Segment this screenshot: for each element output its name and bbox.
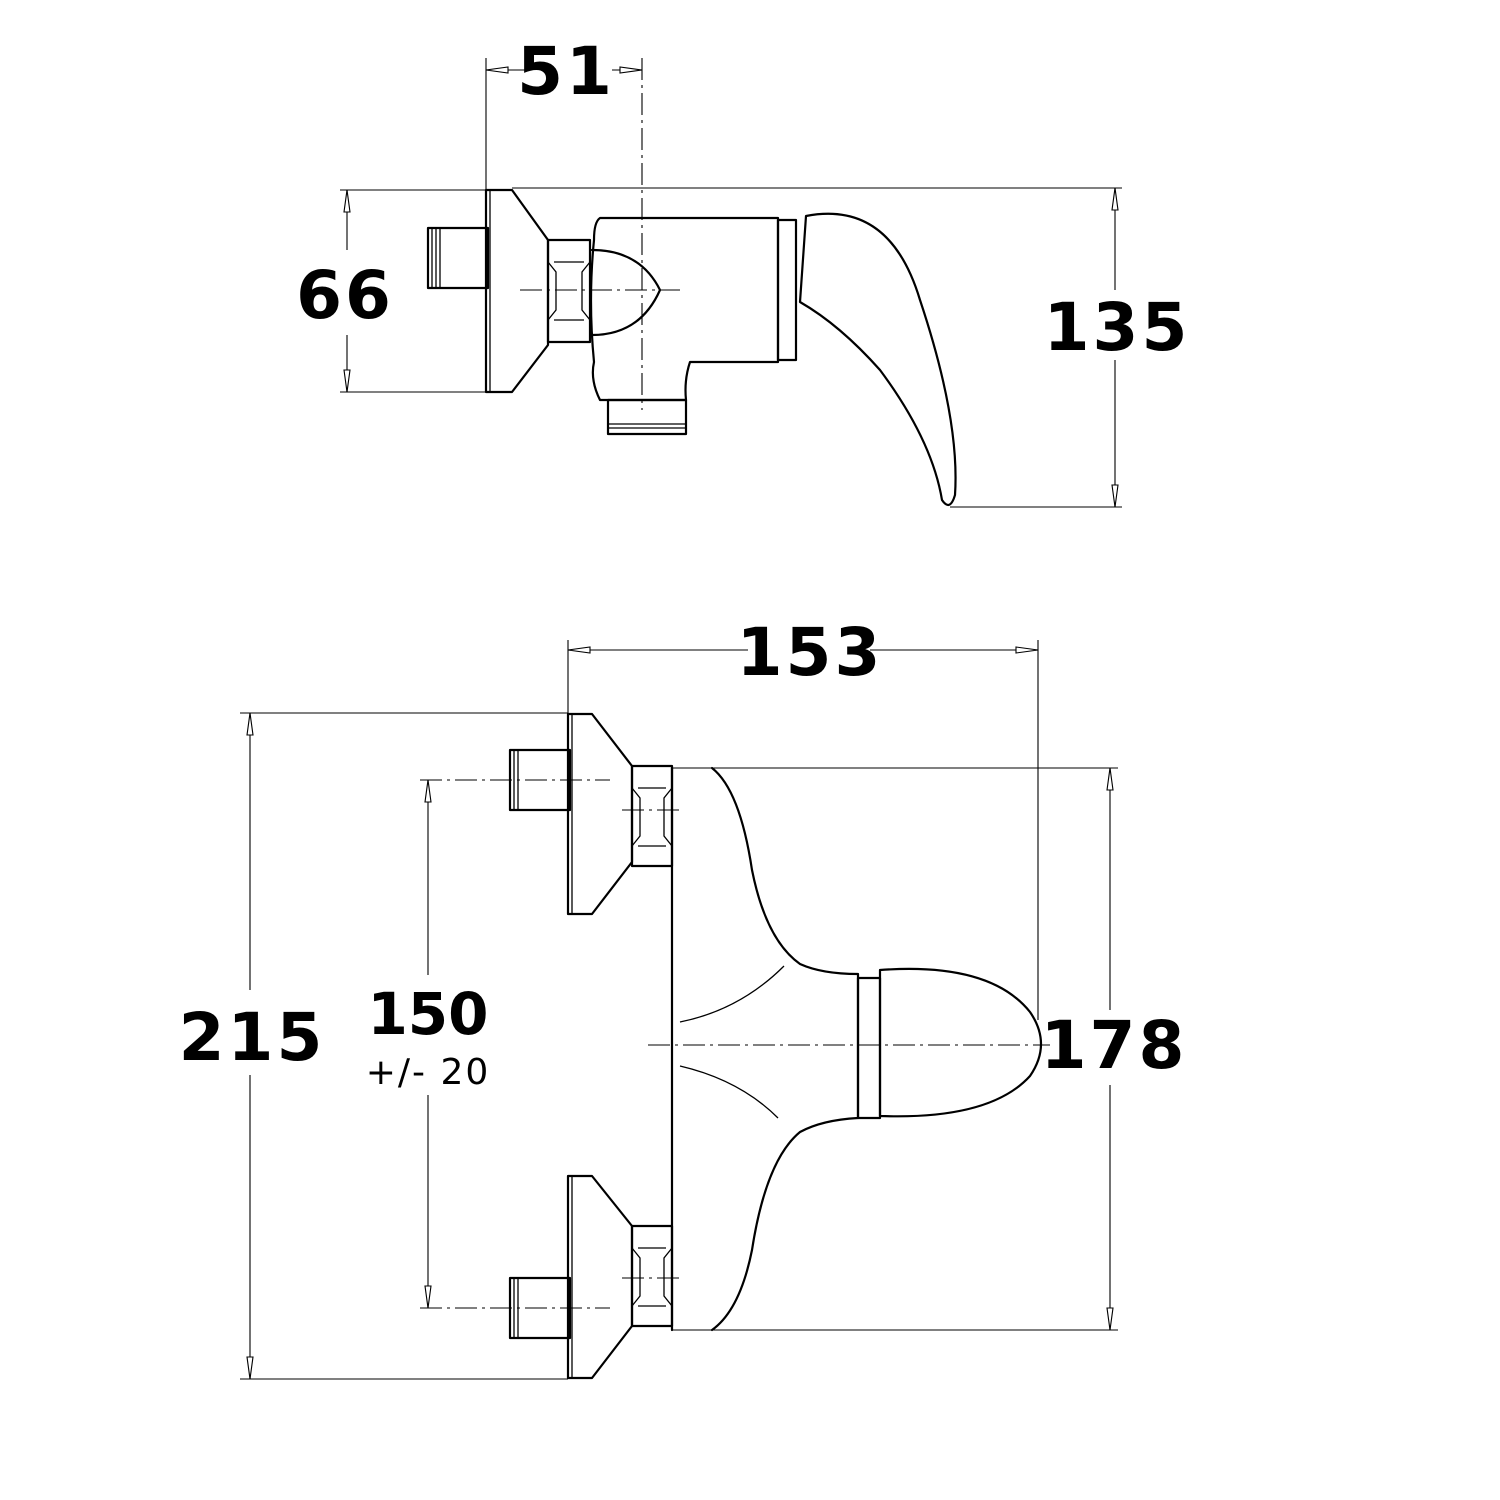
front-collar bbox=[856, 976, 882, 1120]
top-mixer-body bbox=[589, 216, 780, 402]
front-view: 153 215 150 +/- 20 bbox=[179, 614, 1188, 1380]
front-upper-flange bbox=[566, 712, 634, 916]
top-collar bbox=[776, 218, 798, 362]
front-upper-hex-nut bbox=[630, 764, 674, 868]
dim-label-51: 51 bbox=[517, 33, 615, 110]
top-inlet-nipple bbox=[426, 226, 490, 290]
top-view: 51 66 135 bbox=[296, 33, 1191, 508]
top-wall-flange bbox=[484, 188, 550, 394]
dim-label-215: 215 bbox=[179, 999, 326, 1076]
top-outlet-spout bbox=[606, 398, 688, 436]
dim-top-total-depth: 135 bbox=[512, 187, 1191, 508]
top-lever-handle bbox=[798, 212, 957, 507]
top-hex-nut bbox=[546, 238, 592, 344]
top-dome bbox=[590, 248, 662, 337]
dim-label-150: 150 bbox=[367, 980, 488, 1048]
front-mixer-body bbox=[710, 766, 860, 1332]
dim-label-178: 178 bbox=[1041, 1007, 1188, 1084]
dim-front-total-height: 215 bbox=[179, 712, 568, 1380]
dim-top-flange-height: 66 bbox=[296, 189, 486, 393]
dim-label-135: 135 bbox=[1044, 289, 1191, 366]
dim-front-center-distance: 150 +/- 20 bbox=[366, 779, 491, 1309]
front-lower-flange bbox=[566, 1174, 634, 1380]
dim-label-66: 66 bbox=[296, 257, 394, 334]
dim-label-tolerance: +/- 20 bbox=[366, 1052, 491, 1093]
front-lever-handle bbox=[878, 967, 1042, 1118]
front-lower-hex-nut bbox=[630, 1224, 674, 1328]
dim-front-projection: 153 bbox=[567, 614, 1039, 1020]
dim-top-offset: 51 bbox=[485, 33, 643, 190]
dim-label-153: 153 bbox=[737, 614, 884, 691]
dim-front-body-height: 178 bbox=[672, 767, 1188, 1331]
